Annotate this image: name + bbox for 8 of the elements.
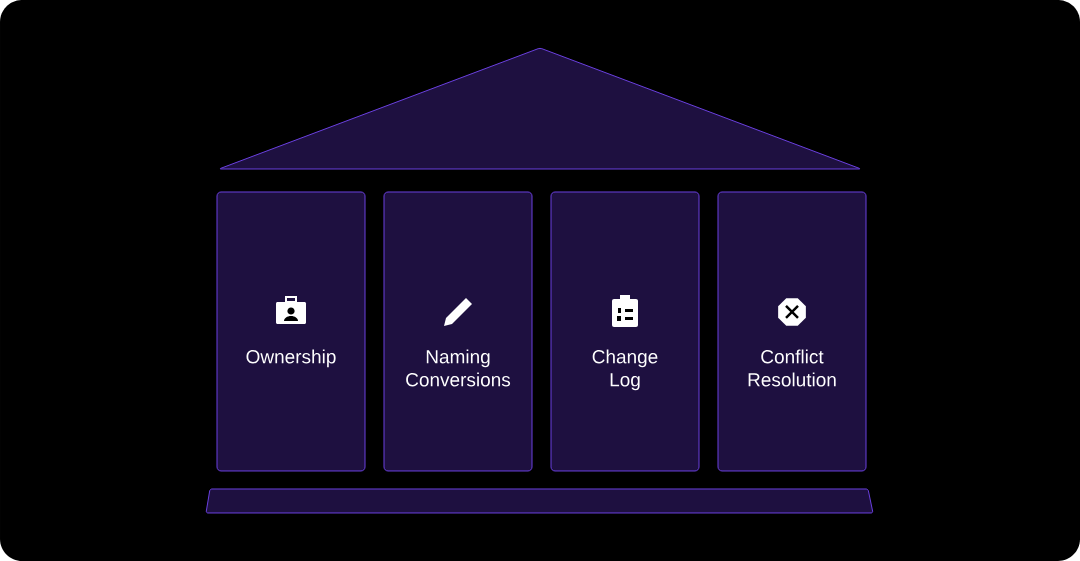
- pillar-box: [216, 191, 366, 472]
- pillar-label: Change Log: [592, 349, 658, 391]
- pillar-label: Ownership: [246, 349, 336, 368]
- pillar-label: Naming Conversions: [406, 349, 511, 387]
- pillar-label: Conflict Resolution: [748, 349, 836, 387]
- pillar-box: [550, 191, 700, 472]
- pillar-box: [717, 191, 867, 472]
- pillar-box: [383, 191, 533, 472]
